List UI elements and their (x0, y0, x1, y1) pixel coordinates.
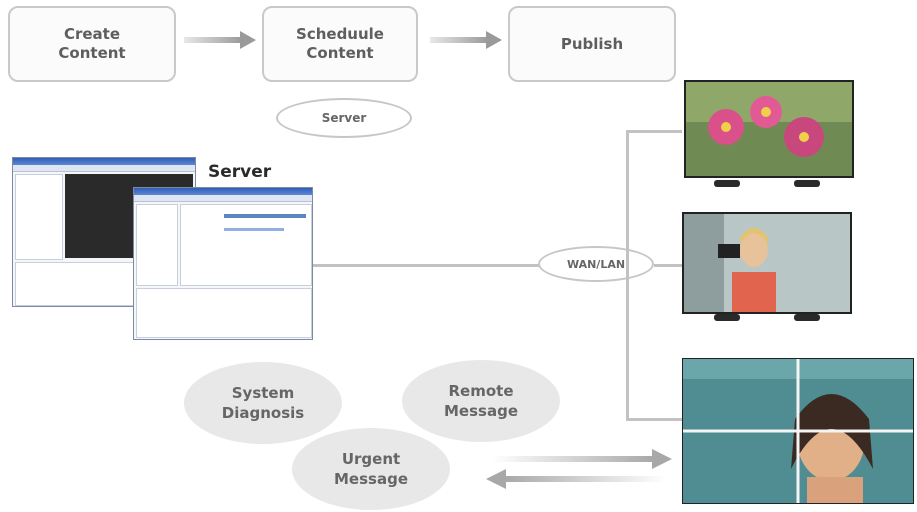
bus-to-display3-line (626, 418, 682, 421)
server-software-front-window (133, 187, 313, 340)
display2-stand-left (714, 314, 740, 321)
arrow-to-display (492, 449, 672, 469)
system-diagnosis-label: System Diagnosis (221, 384, 305, 422)
publish-box: Publish (508, 6, 676, 82)
remote-message-oval: Remote Message (402, 360, 560, 442)
create-content-box: Create Content (8, 6, 176, 82)
urgent-message-label: Urgent Message (334, 450, 408, 488)
schedule-content-label: Scheduule Content (296, 25, 384, 62)
system-diagnosis-oval: System Diagnosis (184, 362, 342, 444)
camera-woman-display-image (684, 214, 850, 312)
arrow-create-to-schedule (184, 31, 256, 49)
bus-to-display2-line (654, 264, 682, 267)
vertical-bus-line (626, 130, 629, 420)
display1-stand-left (714, 180, 740, 187)
server-oval: Server (276, 98, 412, 138)
wan-lan-oval: WAN/LAN (538, 246, 654, 282)
publish-label: Publish (560, 34, 624, 53)
arrow-from-display (486, 469, 666, 489)
video-wall-image (683, 359, 913, 503)
server-title: Server (208, 162, 272, 182)
server-to-network-line (313, 264, 539, 267)
schedule-content-box: Scheduule Content (262, 6, 418, 82)
video-wall-display (682, 358, 914, 504)
create-content-label: Create Content (58, 25, 126, 62)
flower-display (684, 80, 854, 178)
urgent-message-oval: Urgent Message (292, 428, 450, 510)
bus-to-display1-line (626, 130, 682, 133)
flower-display-image (686, 82, 852, 176)
wan-lan-label: WAN/LAN (566, 257, 626, 271)
display2-stand-right (794, 314, 820, 321)
remote-message-label: Remote Message (444, 382, 518, 420)
camera-woman-display (682, 212, 852, 314)
display1-stand-right (794, 180, 820, 187)
arrow-schedule-to-publish (430, 31, 502, 49)
server-oval-label: Server (321, 111, 367, 125)
